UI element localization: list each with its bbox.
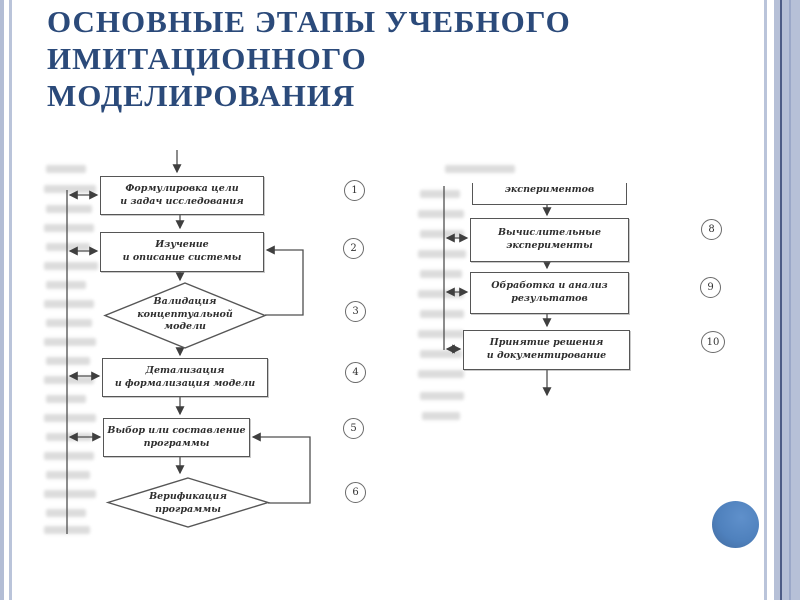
scan-artifact [46, 357, 90, 365]
title-line-3: МОДЕЛИРОВАНИЯ [47, 78, 356, 113]
flow-box-text: программы [143, 437, 210, 449]
flow-box-step-4: Детализация и формализация модели [102, 358, 268, 397]
step-circle-9: 9 [700, 277, 721, 298]
scan-artifact [44, 490, 96, 498]
right-edge-dark-line [780, 0, 782, 600]
title-line-2: ИМИТАЦИОННОГО [47, 41, 367, 76]
step-circle-10: 10 [701, 331, 725, 353]
step-circle-8: 8 [701, 219, 722, 240]
step-circle-4: 4 [345, 362, 366, 383]
diamond-step-3-text: Валидация концептуальной модели [115, 296, 255, 334]
scan-artifact [420, 350, 462, 358]
flow-box-text: концептуальной [137, 308, 233, 320]
left-edge-band [0, 0, 4, 600]
scan-artifact [46, 165, 86, 173]
flow-box-text: Изучение [155, 239, 209, 251]
flow-box-text: и задач исследования [120, 195, 244, 207]
flow-box-text: и документирование [486, 350, 607, 361]
flow-box-text: модели [164, 321, 206, 332]
scan-artifact [418, 210, 464, 218]
flow-box-text: эксперименты [506, 240, 593, 251]
step-number: 2 [350, 243, 357, 254]
scan-artifact [46, 319, 92, 327]
step-number: 3 [352, 306, 359, 317]
step-number: 9 [707, 282, 714, 293]
scan-artifact [44, 185, 96, 193]
flow-box-step-1: Формулировка цели и задач исследования [100, 176, 264, 215]
flow-box-step-7-partial: экспериментов [472, 183, 627, 205]
diamond-step-3 [103, 282, 267, 349]
slide-title: ОСНОВНЫЕ ЭТАПЫ УЧЕБНОГО ИМИТАЦИОННОГО МО… [47, 3, 737, 114]
flow-box-step-2: Изучение и описание системы [100, 232, 264, 272]
flow-box-text: Валидация [153, 296, 217, 307]
flow-box-text: и описание системы [122, 252, 242, 263]
step-circle-1: 1 [344, 180, 365, 201]
scan-artifact [445, 165, 515, 173]
step-number: 4 [352, 367, 359, 378]
scan-artifact [420, 190, 460, 198]
step-circle-2: 2 [343, 238, 364, 259]
scan-artifact [418, 370, 464, 378]
flow-box-step-5: Выбор или составление программы [103, 418, 250, 457]
step-number: 10 [706, 336, 720, 348]
flow-box-text: результатов [511, 293, 588, 304]
scan-artifact [420, 270, 462, 278]
scan-artifact [44, 300, 94, 308]
scan-artifact [418, 250, 466, 258]
diamond-step-6-text: Верификация программы [118, 491, 258, 516]
diamond-step-6 [105, 477, 271, 528]
scan-artifact [44, 452, 94, 460]
scan-artifact [46, 205, 92, 213]
flow-box-text: экспериментов [504, 184, 595, 195]
flow-box-text: Обработка и анализ [491, 280, 608, 292]
scan-artifact [46, 281, 86, 289]
step-number: 6 [352, 487, 359, 498]
right-edge-line [764, 0, 767, 600]
step-circle-3: 3 [345, 301, 366, 322]
flow-box-text: Детализация [145, 364, 225, 376]
scan-artifact [46, 243, 90, 251]
scan-artifact [44, 262, 98, 270]
right-edge-band [774, 0, 800, 600]
right-edge-medium-line [789, 0, 791, 600]
flow-box-text: Вычислительные [498, 227, 601, 239]
step-number: 8 [708, 224, 715, 235]
scan-artifact [46, 395, 86, 403]
flow-box-text: Формулировка цели [125, 182, 239, 194]
scan-artifact [418, 290, 464, 298]
step-circle-5: 5 [343, 418, 364, 439]
flow-box-text: и формализация модели [114, 377, 256, 389]
step-number: 5 [350, 423, 357, 434]
flow-box-step-8: Вычислительные эксперименты [470, 218, 629, 262]
flow-box-text: Верификация [149, 491, 227, 502]
flow-box-step-10: Принятие решения и документирование [463, 330, 630, 370]
scan-artifact [420, 310, 464, 318]
scan-artifact [46, 509, 86, 517]
scan-artifact [418, 330, 464, 338]
left-edge-line [9, 0, 12, 600]
scan-artifact [46, 471, 90, 479]
scan-artifact [44, 224, 94, 232]
accent-circle [712, 501, 759, 548]
scan-artifact [44, 338, 96, 346]
title-line-1: ОСНОВНЫЕ ЭТАПЫ УЧЕБНОГО [47, 4, 571, 39]
flow-box-text: Выбор или составление [107, 424, 246, 436]
scan-artifact [420, 230, 464, 238]
scan-artifact [420, 392, 464, 400]
flow-box-text: программы [155, 503, 221, 515]
step-number: 1 [351, 185, 358, 196]
scan-artifact [422, 412, 460, 420]
flow-box-text: Принятие решения [489, 337, 604, 349]
step-circle-6: 6 [345, 482, 366, 503]
flow-box-step-9: Обработка и анализ результатов [470, 272, 629, 314]
scan-artifact [44, 414, 96, 422]
